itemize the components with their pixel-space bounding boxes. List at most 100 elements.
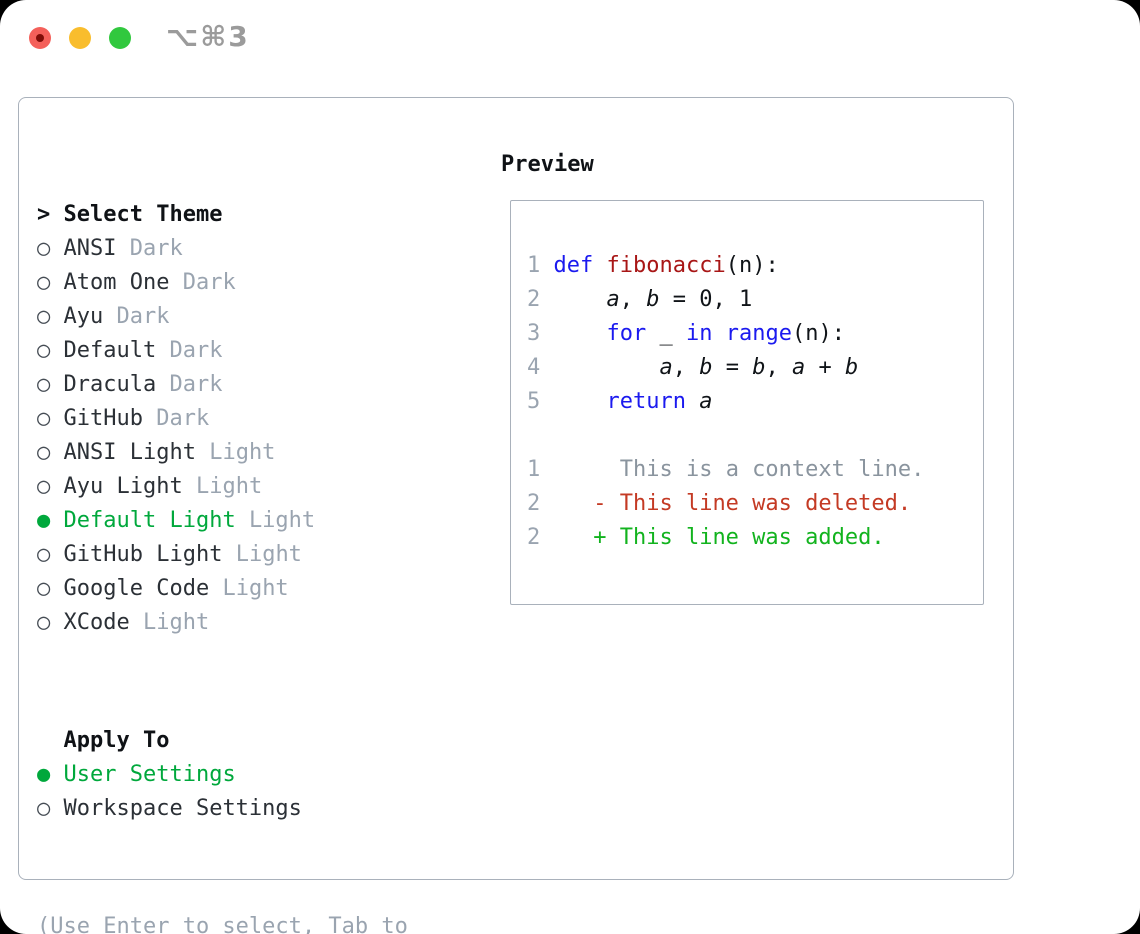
code-segment: _: [659, 321, 673, 346]
item-label: Default: [63, 338, 157, 363]
code-line: 4 a, b = b, a + b: [527, 351, 983, 385]
list-item[interactable]: ○ XCode Light: [37, 606, 408, 640]
code-segment: - This line was deleted.: [593, 491, 912, 516]
radio-icon: ○: [37, 610, 51, 635]
radio-icon: ○: [37, 372, 51, 397]
item-variant-label: Light: [248, 508, 316, 533]
code-segment: [540, 457, 619, 482]
radio-icon: ○: [37, 338, 51, 363]
code-segment: def: [553, 253, 594, 278]
radio-icon: ○: [37, 440, 51, 465]
item-variant-label: Dark: [169, 338, 223, 363]
item-label: User Settings: [63, 762, 236, 787]
code-segment: [540, 389, 606, 414]
code-segment: 2: [527, 491, 541, 516]
code-segment: This is a context line.: [619, 457, 925, 482]
code-segment: for: [606, 321, 647, 346]
sidebar: > Select Theme○ ANSI Dark○ Atom One Dark…: [37, 148, 408, 934]
item-variant-label: Light: [222, 576, 289, 601]
theme-list: > Select Theme○ ANSI Dark○ Atom One Dark…: [37, 198, 408, 640]
item-variant-label: Dark: [156, 406, 210, 431]
code-segment: b: [844, 355, 859, 380]
code-segment: a: [791, 355, 806, 380]
item-label: Dracula: [63, 372, 157, 397]
item-variant-label: Dark: [129, 236, 183, 261]
code-segment: b: [699, 355, 713, 380]
code-segment: +: [805, 355, 845, 380]
list-item[interactable]: ● Default Light Light: [37, 504, 408, 538]
radio-icon: ○: [37, 304, 51, 329]
radio-icon: ○: [37, 542, 51, 567]
code-segment: [593, 253, 606, 278]
theme-picker-panel: > Select Theme○ ANSI Dark○ Atom One Dark…: [18, 97, 1014, 934]
list-item[interactable]: ○ Default Dark: [37, 334, 408, 368]
list-item[interactable]: ● User Settings: [37, 758, 408, 792]
code-segment: 1: [527, 457, 541, 482]
item-label: Ayu: [63, 304, 104, 329]
item-label: Select Theme: [63, 202, 223, 227]
list-item[interactable]: ○ GitHub Dark: [37, 402, 408, 436]
code-segment: 1: [527, 253, 541, 278]
item-variant-label: Light: [209, 440, 276, 465]
list-item[interactable]: ○ Dracula Dark: [37, 368, 408, 402]
list-item[interactable]: ○ Atom One Dark: [37, 266, 408, 300]
code-segment: b: [752, 355, 766, 380]
code-line: 3 for _ in range(n):: [527, 317, 983, 351]
code-segment: 4: [527, 355, 541, 380]
item-variant-label: Light: [195, 474, 263, 499]
minimize-button[interactable]: [69, 27, 91, 49]
item-label: Atom One: [63, 270, 170, 295]
item-label: Apply To: [63, 728, 170, 753]
zoom-button[interactable]: [109, 27, 131, 49]
code-segment: [540, 491, 593, 516]
list-item[interactable]: ○ Ayu Light Light: [37, 470, 408, 504]
preview-heading: Preview: [501, 152, 594, 177]
code-segment: a: [659, 355, 673, 380]
item-variant-label: Dark: [116, 304, 170, 329]
code-segment: ,: [619, 287, 647, 312]
hint-text: (Use Enter to select, Tab to change focu…: [37, 914, 408, 934]
radio-icon: ○: [37, 406, 51, 431]
code-segment: 3: [527, 321, 541, 346]
list-item[interactable]: ○ Ayu Dark: [37, 300, 408, 334]
cursor-icon: [37, 728, 50, 753]
item-variant-label: Light: [235, 542, 302, 567]
code-line: 1 def fibonacci(n):: [527, 249, 983, 283]
code-line: 2 a, b = 0, 1: [527, 283, 983, 317]
code-segment: = 0, 1: [659, 287, 753, 312]
apply-to-list: Apply To ● User Settings○ Workspace Setti…: [37, 724, 408, 826]
code-segment: [540, 287, 606, 312]
code-segment: [712, 321, 725, 346]
titlebar: ⌥⌘3: [0, 0, 1140, 97]
keyboard-shortcut-label: ⌥⌘3: [166, 20, 250, 53]
item-variant-label: Light: [142, 610, 210, 635]
item-label: GitHub Light: [63, 542, 223, 567]
code-segment: [540, 253, 553, 278]
code-line: 2 + This line was added.: [527, 521, 983, 555]
item-label: Google Code: [63, 576, 210, 601]
close-button[interactable]: [29, 27, 51, 49]
code-line: 5 return a: [527, 385, 983, 419]
code-segment: return: [606, 389, 686, 414]
item-label: ANSI: [63, 236, 117, 261]
radio-selected-icon: ●: [37, 508, 51, 533]
radio-icon: ○: [37, 576, 51, 601]
code-segment: + This line was added.: [593, 525, 885, 550]
close-dot-icon: [36, 34, 44, 42]
code-segment: (n):: [791, 321, 845, 346]
list-item[interactable]: ○ Workspace Settings: [37, 792, 408, 826]
code-line: [527, 419, 983, 453]
item-variant-label: Dark: [169, 372, 223, 397]
code-segment: 2: [527, 525, 541, 550]
list-item[interactable]: ○ ANSI Dark: [37, 232, 408, 266]
list-item[interactable]: ○ Google Code Light: [37, 572, 408, 606]
radio-icon: ○: [37, 270, 51, 295]
section-heading-row: Apply To: [37, 724, 408, 758]
code-segment: [540, 355, 659, 380]
list-item[interactable]: ○ ANSI Light Light: [37, 436, 408, 470]
code-segment: in: [685, 321, 713, 346]
radio-icon: ○: [37, 236, 51, 261]
list-item[interactable]: ○ GitHub Light Light: [37, 538, 408, 572]
